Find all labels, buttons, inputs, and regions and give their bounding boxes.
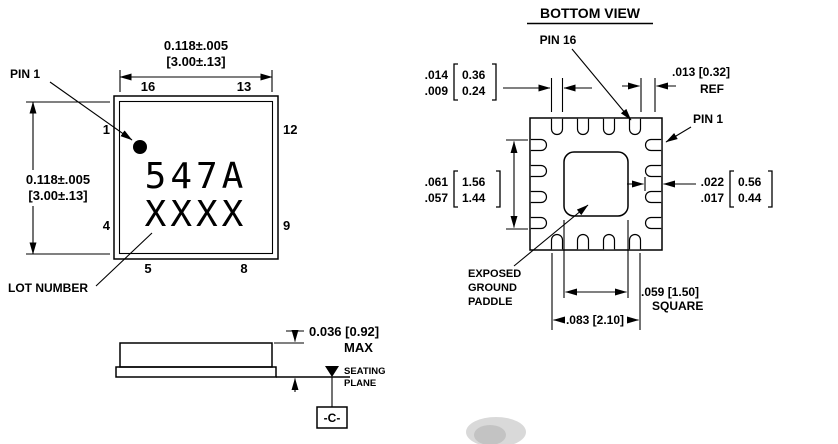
dim-lead-gap-lines <box>622 78 676 112</box>
pad-top-1 <box>550 118 564 136</box>
dim-paddle-lines <box>563 220 629 298</box>
dim-lead-row-in-min: .057 <box>425 191 449 205</box>
paddle-leader-line <box>513 204 589 267</box>
dim-width-inches: 0.118±.005 <box>164 38 228 53</box>
pin-number-4: 4 <box>103 218 111 233</box>
paddle-label-line-1: EXPOSED <box>468 268 521 280</box>
package-body-outer <box>113 95 279 260</box>
exposed-ground-paddle <box>563 151 629 217</box>
datum-flag-box <box>316 406 348 429</box>
dim-paddle-qualifier: SQUARE <box>652 299 703 313</box>
dim-lead-width-mm-max: 0.36 <box>462 68 486 82</box>
lot-marking: XXXX <box>145 194 248 235</box>
pad-right-2 <box>644 164 662 178</box>
pad-bottom-3 <box>602 233 616 250</box>
pad-left-4 <box>530 216 548 230</box>
dim-lead-width-lines <box>503 78 592 112</box>
bottom-view: BOTTOM VIEW PIN 16 PIN 1 <box>425 5 773 330</box>
dim-package-width <box>119 70 273 92</box>
seating-plane-symbol <box>325 366 339 377</box>
pin-number-8: 8 <box>240 261 247 276</box>
pin-number-9: 9 <box>283 218 290 233</box>
paddle-label-line-2: GROUND <box>468 282 517 294</box>
side-lead-frame <box>115 366 277 378</box>
dim-lead-length-in-max: .022 <box>701 175 725 189</box>
package-body-inner <box>118 100 274 255</box>
dim-height-mm: [3.00±.13] <box>28 188 87 203</box>
pad-bottom-4 <box>628 233 642 250</box>
pin1-leader-line <box>49 81 133 141</box>
dim-height-inches: 0.118±.005 <box>26 172 90 187</box>
pin-number-13: 13 <box>237 79 251 94</box>
side-body <box>119 342 273 368</box>
bracket-right-lead-width <box>492 63 497 101</box>
dim-lead-span-lines <box>551 253 641 330</box>
dim-max-height-qualifier: MAX <box>344 340 373 355</box>
pad-right-3 <box>644 190 662 204</box>
pad-right-1 <box>644 138 662 152</box>
side-view: 0.036 [0.92] MAX SEATING PLANE -C- <box>115 324 386 429</box>
pin-number-12: 12 <box>283 122 297 137</box>
dim-paddle-value: .059 [1.50] <box>641 285 699 299</box>
top-view: 547A XXXX 16 13 1 4 12 9 5 8 0.118±.005 … <box>8 38 297 295</box>
dim-width-mm: [3.00±.13] <box>166 54 225 69</box>
lot-number-leader-line <box>95 232 153 287</box>
lot-number-label: LOT NUMBER <box>8 281 88 295</box>
dim-lead-width-mm-min: 0.24 <box>462 84 486 98</box>
pin16-callout-label: PIN 16 <box>540 33 577 47</box>
dim-lead-length-mm-min: 0.44 <box>738 191 762 205</box>
seating-plane-label-2: PLANE <box>344 378 376 389</box>
dim-lead-width-in-max: .014 <box>425 68 449 82</box>
bracket-left-lead-width <box>453 63 458 101</box>
pin1-indicator-dot <box>133 140 147 154</box>
pin16-leader-line <box>571 48 632 121</box>
dim-lead-length-in-min: .017 <box>701 191 725 205</box>
dim-max-height <box>274 329 304 392</box>
bracket-right-lead-length <box>768 170 773 208</box>
dim-lead-gap-value: .013 [0.32] <box>672 65 730 79</box>
device-marking: 547A <box>145 156 248 197</box>
dim-lead-row-mm-max: 1.56 <box>462 175 486 189</box>
pin1-bottom-callout-label: PIN 1 <box>693 112 723 126</box>
pad-right-4 <box>644 216 662 230</box>
bracket-left-lead-length <box>729 170 734 208</box>
dim-lead-span-value: .083 [2.10] <box>566 313 624 327</box>
screen-artifact <box>466 417 526 444</box>
pad-top-2 <box>576 118 590 136</box>
pin-number-1: 1 <box>103 122 110 137</box>
dim-lead-length-mm-max: 0.56 <box>738 175 762 189</box>
pad-left-3 <box>530 190 548 204</box>
pad-bottom-2 <box>576 233 590 250</box>
dim-lead-row-in-max: .061 <box>425 175 449 189</box>
dim-lead-length-lines <box>627 177 696 191</box>
pad-top-4 <box>628 118 642 136</box>
bottom-view-title: BOTTOM VIEW <box>540 5 641 21</box>
bracket-right-lead-row <box>496 170 501 208</box>
pin-number-5: 5 <box>144 261 151 276</box>
pin1-callout-label: PIN 1 <box>10 67 40 81</box>
seating-plane-label-1: SEATING <box>344 366 386 377</box>
pad-left-1 <box>530 138 548 152</box>
dim-max-height-value: 0.036 [0.92] <box>309 324 379 339</box>
package-bottom-outline <box>529 117 663 251</box>
paddle-label-line-3: PADDLE <box>468 296 512 308</box>
dim-lead-gap-qualifier: REF <box>700 82 724 96</box>
pad-left-2 <box>530 164 548 178</box>
dim-lead-row-lines <box>506 139 528 230</box>
pad-top-3 <box>602 118 616 136</box>
pin-number-16: 16 <box>141 79 155 94</box>
datum-label: -C- <box>324 411 341 425</box>
bracket-left-lead-row <box>453 170 458 208</box>
pin1-bottom-leader-line <box>665 126 692 143</box>
dim-lead-width-in-min: .009 <box>425 84 449 98</box>
pad-bottom-1 <box>550 233 564 250</box>
dim-lead-row-mm-min: 1.44 <box>462 191 486 205</box>
dim-package-height <box>26 101 110 255</box>
lead-pads <box>530 118 662 250</box>
